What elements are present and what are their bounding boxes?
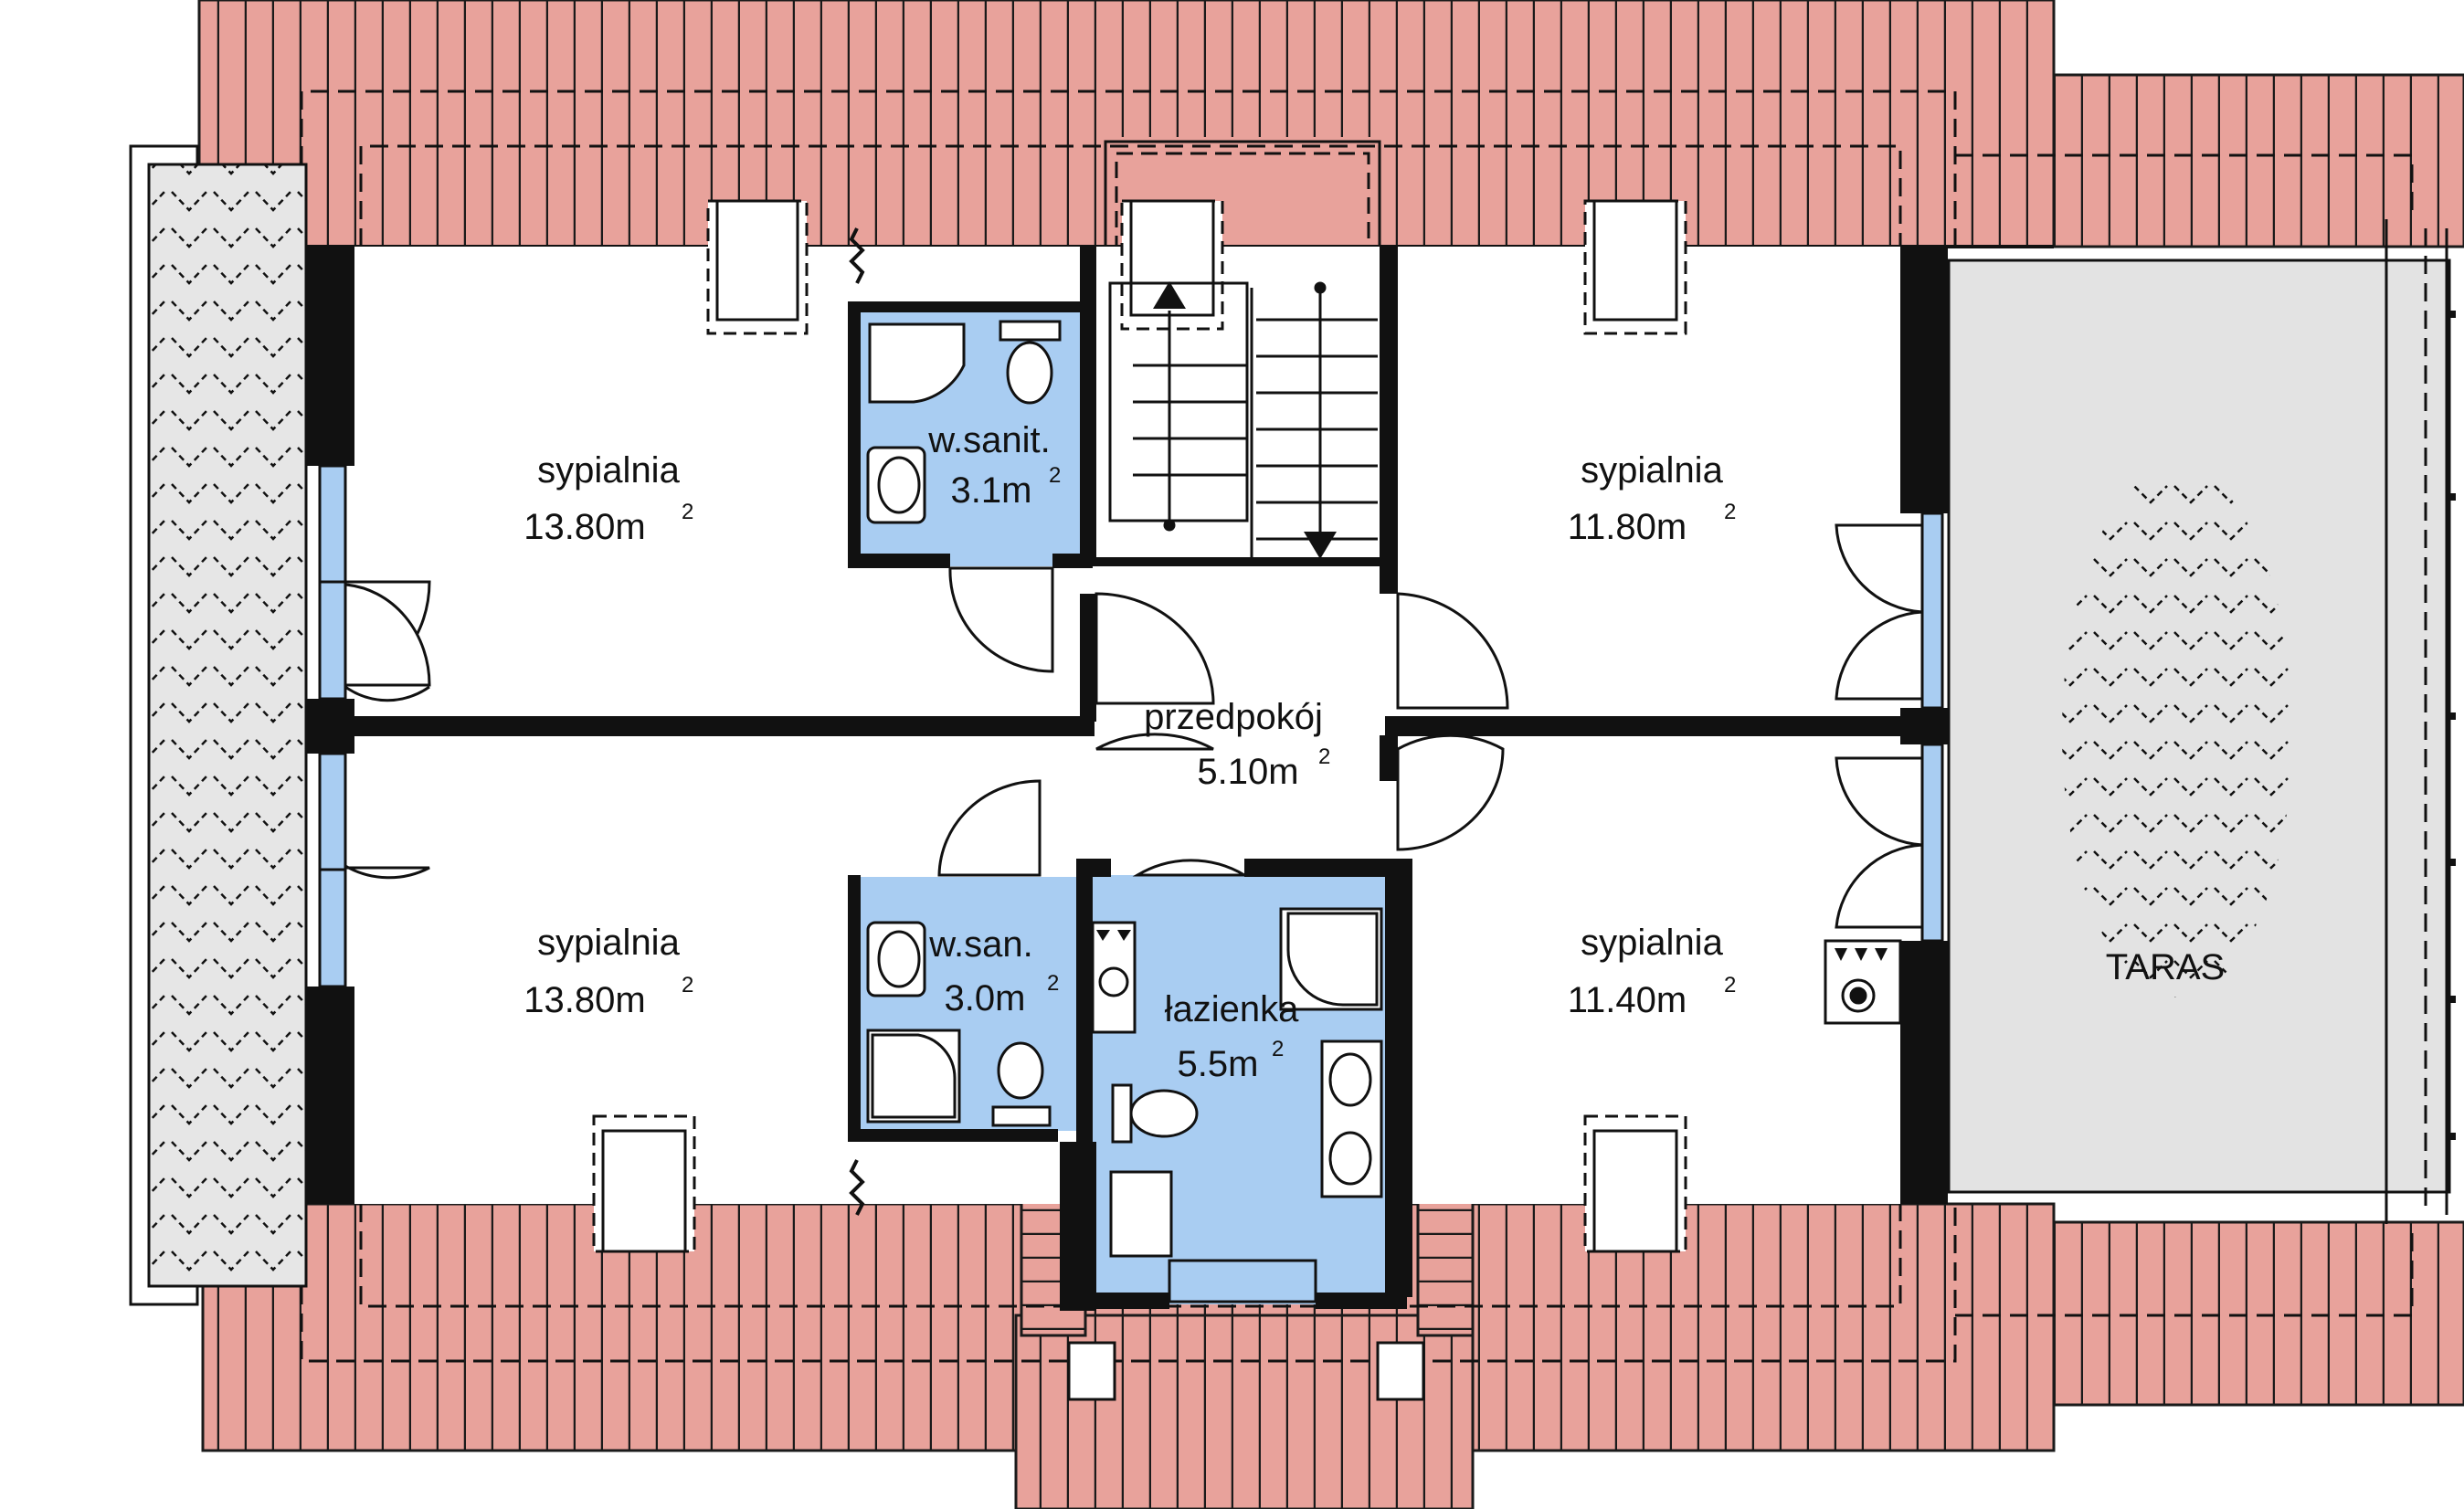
room-name: przedpokój <box>1144 697 1323 737</box>
room-area: 13.80m <box>523 507 645 547</box>
stair-up-arrow <box>1153 281 1186 309</box>
area-unit: 2 <box>1724 973 1736 997</box>
area-unit: 2 <box>1724 500 1736 524</box>
room-labels: sypialnia 13.80m 2 sypialnia 11.80m 2 sy… <box>523 420 2225 1084</box>
room-area: 11.40m <box>1568 980 1687 1020</box>
toilet-tank-icon <box>999 320 1062 342</box>
fixtures <box>866 320 1902 1258</box>
stair-down-arrow <box>1304 532 1337 559</box>
room-name: w.sanit. <box>927 420 1050 460</box>
roof-top <box>197 0 2464 248</box>
toilet-bowl-icon <box>1129 1089 1199 1138</box>
vent-markers <box>1096 930 1888 961</box>
cabinet-icon <box>1109 1170 1173 1258</box>
shower-tray-icon <box>1279 907 1383 1011</box>
doors <box>344 523 1924 929</box>
balcony-left <box>129 144 308 1306</box>
windows <box>318 464 1944 1303</box>
terrace-label: TARAS <box>2106 947 2225 987</box>
toilet-bowl-icon <box>1006 341 1053 405</box>
room-name: w.san. <box>928 924 1032 965</box>
area-unit: 2 <box>682 500 693 524</box>
area-unit: 2 <box>1047 971 1059 996</box>
toilet-bowl-icon <box>997 1041 1044 1100</box>
room-area: 3.1m <box>951 470 1032 511</box>
area-unit: 2 <box>1272 1037 1284 1061</box>
terrace-ornament <box>2062 468 2292 997</box>
area-unit: 2 <box>1049 463 1061 488</box>
staircase <box>1108 281 1378 562</box>
room-name: sypialnia <box>537 923 680 963</box>
room-name: sypialnia <box>1581 923 1723 963</box>
room-area: 3.0m <box>945 978 1026 1018</box>
area-unit: 2 <box>1318 744 1330 769</box>
shower-tray-icon <box>868 322 966 404</box>
room-name: łazienka <box>1165 989 1300 1029</box>
toilet-tank-icon <box>1111 1083 1133 1144</box>
area-unit: 2 <box>682 973 693 997</box>
skylights <box>592 199 1687 1253</box>
room-area: 13.80m <box>523 980 645 1020</box>
walls <box>306 247 1948 1311</box>
room-area: 5.5m <box>1178 1044 1259 1084</box>
room-name: sypialnia <box>537 450 680 491</box>
room-area: 11.80m <box>1568 507 1687 547</box>
terrace <box>1947 219 2456 1224</box>
room-area: 5.10m <box>1197 752 1298 792</box>
room-name: sypialnia <box>1581 450 1723 491</box>
toilet-tank-icon <box>991 1105 1052 1127</box>
wall-break-marks <box>849 227 865 1216</box>
shower-tray-icon <box>866 1029 961 1124</box>
